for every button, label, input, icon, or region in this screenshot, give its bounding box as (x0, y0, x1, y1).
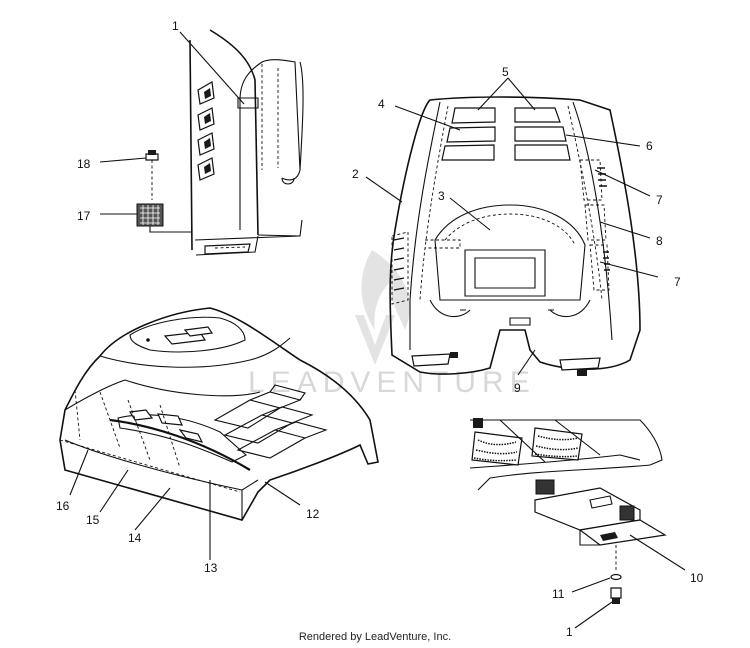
hood-side-louvers (391, 159, 610, 305)
callout-14: 14 (128, 531, 142, 545)
hood-top-view (365, 77, 659, 376)
velcro-17 (136, 203, 192, 233)
callout-1-top: 1 (172, 19, 179, 33)
callout-labels: 1 18 17 5 4 6 2 3 7 8 7 9 16 15 14 13 12… (56, 19, 704, 639)
hood-iso-view (59, 307, 379, 560)
render-credit: Rendered by LeadVenture, Inc. (298, 631, 452, 643)
foam-blocks (471, 427, 583, 466)
watermark: LEADVENTURE (248, 250, 536, 399)
callout-6: 6 (646, 139, 653, 153)
callout-7-upper: 7 (656, 193, 663, 207)
callout-16: 16 (56, 499, 70, 513)
side-vents (197, 81, 215, 181)
callout-17: 17 (77, 209, 91, 223)
bracket-detail-view (469, 418, 686, 629)
hood-louvers (213, 384, 328, 459)
callout-11: 11 (552, 587, 565, 601)
callout-13: 13 (204, 561, 218, 575)
callout-12: 12 (306, 507, 320, 521)
callout-1-bottom: 1 (566, 625, 573, 639)
callout-15: 15 (86, 513, 100, 527)
callout-7-lower: 7 (674, 275, 681, 289)
hood-vent-panels (441, 107, 571, 161)
screw-18 (145, 150, 159, 200)
callout-3: 3 (438, 189, 445, 203)
callout-4: 4 (378, 97, 385, 111)
callout-8: 8 (656, 234, 663, 248)
callout-5: 5 (502, 65, 509, 79)
callout-10: 10 (690, 571, 704, 585)
side-detail-view (99, 29, 304, 256)
callout-9: 9 (514, 381, 521, 395)
callout-2: 2 (352, 167, 359, 181)
callout-18: 18 (77, 157, 91, 171)
watermark-text: LEADVENTURE (248, 366, 536, 399)
